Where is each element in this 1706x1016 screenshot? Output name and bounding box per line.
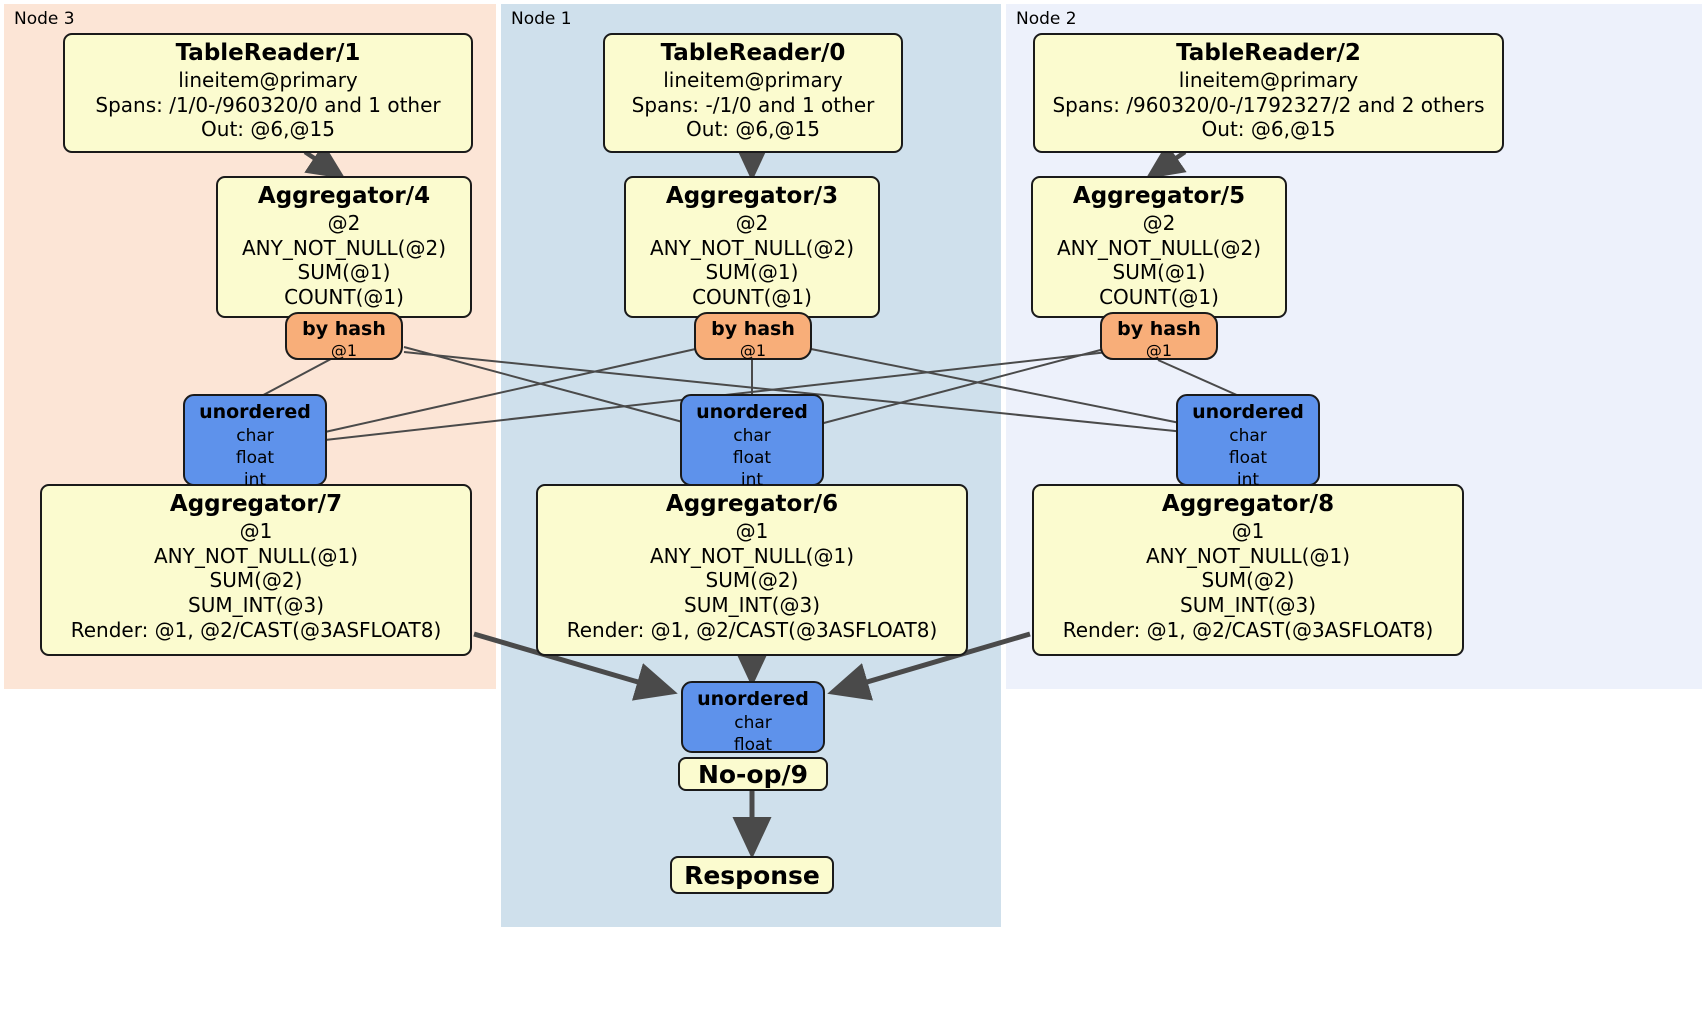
processor-line: SUM_INT(@3) [188, 593, 324, 618]
processor-line: SUM(@1) [297, 260, 391, 285]
node-panel-label-node1: Node 1 [511, 9, 572, 29]
router-line: @1 [739, 340, 767, 360]
processor-aggregator-7[interactable]: Aggregator/7 @1 ANY_NOT_NULL(@1) SUM(@2)… [40, 484, 472, 656]
processor-line: Out: @6,@15 [686, 117, 820, 142]
processor-line: ANY_NOT_NULL(@1) [1146, 543, 1350, 568]
response-node[interactable]: Response [670, 856, 834, 894]
router-line: @1 [330, 340, 358, 360]
processor-line: SUM_INT(@3) [684, 593, 820, 618]
router-by-hash-left[interactable]: by hash @1 [285, 312, 403, 360]
router-title: by hash [1117, 318, 1201, 340]
processor-aggregator-4[interactable]: Aggregator/4 @2 ANY_NOT_NULL(@2) SUM(@1)… [216, 176, 472, 318]
processor-line: @2 [735, 210, 769, 235]
synchronizer-line: int [1236, 469, 1260, 490]
processor-line: SUM(@1) [705, 260, 799, 285]
processor-title: Aggregator/7 [169, 491, 343, 517]
synchronizer-title: unordered [199, 401, 311, 423]
synchronizer-line: float [235, 447, 275, 468]
processor-line: lineitem@primary [1178, 67, 1359, 92]
processor-line: SUM(@2) [209, 568, 303, 593]
router-title: by hash [302, 318, 386, 340]
processor-aggregator-8[interactable]: Aggregator/8 @1 ANY_NOT_NULL(@1) SUM(@2)… [1032, 484, 1464, 656]
processor-line: ANY_NOT_NULL(@2) [1057, 235, 1261, 260]
processor-title: No-op/9 [697, 759, 809, 789]
processor-title: Aggregator/3 [665, 183, 839, 209]
processor-title: Aggregator/6 [665, 491, 839, 517]
processor-line: ANY_NOT_NULL(@2) [650, 235, 854, 260]
processor-line: COUNT(@1) [284, 285, 404, 310]
processor-table-reader-1[interactable]: TableReader/1 lineitem@primary Spans: /1… [63, 33, 473, 153]
processor-line: @1 [735, 518, 769, 543]
processor-line: lineitem@primary [178, 67, 358, 92]
synchronizer-title: unordered [696, 401, 808, 423]
router-by-hash-right[interactable]: by hash @1 [1100, 312, 1218, 360]
processor-table-reader-2[interactable]: TableReader/2 lineitem@primary Spans: /9… [1033, 33, 1504, 153]
router-by-hash-center[interactable]: by hash @1 [694, 312, 812, 360]
synchronizer-title: unordered [697, 688, 809, 710]
processor-line: SUM_INT(@3) [1180, 593, 1316, 618]
processor-line: Render: @1, @2/CAST(@3ASFLOAT8) [70, 617, 442, 642]
synchronizer-unordered-center[interactable]: unordered char float int [680, 394, 824, 490]
node-panel-label-node2: Node 2 [1016, 9, 1077, 29]
processor-title: TableReader/1 [175, 40, 361, 66]
processor-noop-9[interactable]: No-op/9 [678, 757, 828, 791]
synchronizer-unordered-final[interactable]: unordered char float [681, 681, 825, 755]
processor-line: @1 [239, 518, 273, 543]
processor-aggregator-3[interactable]: Aggregator/3 @2 ANY_NOT_NULL(@2) SUM(@1)… [624, 176, 880, 318]
processor-title: Aggregator/8 [1161, 491, 1335, 517]
synchronizer-unordered-right[interactable]: unordered char float int [1176, 394, 1320, 490]
processor-line: ANY_NOT_NULL(@1) [650, 543, 854, 568]
synchronizer-line: int [243, 469, 267, 490]
processor-line: Spans: /960320/0-/1792327/2 and 2 others [1052, 92, 1485, 117]
router-line: @1 [1145, 340, 1173, 360]
processor-line: SUM(@2) [1201, 568, 1295, 593]
processor-line: SUM(@2) [705, 568, 799, 593]
synchronizer-unordered-left[interactable]: unordered char float int [183, 394, 327, 490]
synchronizer-line: int [740, 469, 764, 490]
processor-line: SUM(@1) [1112, 260, 1206, 285]
processor-aggregator-5[interactable]: Aggregator/5 @2 ANY_NOT_NULL(@2) SUM(@1)… [1031, 176, 1287, 318]
processor-line: Render: @1, @2/CAST(@3ASFLOAT8) [566, 617, 938, 642]
processor-line: COUNT(@1) [692, 285, 812, 310]
synchronizer-line: float [1228, 447, 1268, 468]
router-title: by hash [711, 318, 795, 340]
processor-line: ANY_NOT_NULL(@2) [242, 235, 446, 260]
synchronizer-line: char [734, 712, 772, 733]
processor-line: ANY_NOT_NULL(@1) [154, 543, 358, 568]
processor-title: Aggregator/4 [257, 183, 431, 209]
processor-line: Out: @6,@15 [201, 117, 335, 142]
synchronizer-line: float [733, 734, 773, 755]
processor-line: @2 [327, 210, 361, 235]
response-label: Response [684, 860, 820, 890]
synchronizer-line: char [236, 425, 274, 446]
synchronizer-title: unordered [1192, 401, 1304, 423]
synchronizer-line: char [733, 425, 771, 446]
processor-line: @1 [1231, 518, 1265, 543]
processor-aggregator-6[interactable]: Aggregator/6 @1 ANY_NOT_NULL(@1) SUM(@2)… [536, 484, 968, 656]
processor-table-reader-0[interactable]: TableReader/0 lineitem@primary Spans: -/… [603, 33, 903, 153]
processor-title: TableReader/2 [1176, 40, 1361, 66]
processor-line: lineitem@primary [663, 67, 843, 92]
processor-line: Render: @1, @2/CAST(@3ASFLOAT8) [1062, 617, 1434, 642]
synchronizer-line: char [1229, 425, 1267, 446]
processor-line: COUNT(@1) [1099, 285, 1219, 310]
node-panel-label-node3: Node 3 [14, 9, 75, 29]
processor-line: Spans: /1/0-/960320/0 and 1 other [95, 92, 441, 117]
processor-title: Aggregator/5 [1072, 183, 1246, 209]
processor-title: TableReader/0 [660, 40, 846, 66]
processor-line: @2 [1142, 210, 1176, 235]
processor-line: Out: @6,@15 [1201, 117, 1336, 142]
synchronizer-line: float [732, 447, 772, 468]
processor-line: Spans: -/1/0 and 1 other [631, 92, 875, 117]
